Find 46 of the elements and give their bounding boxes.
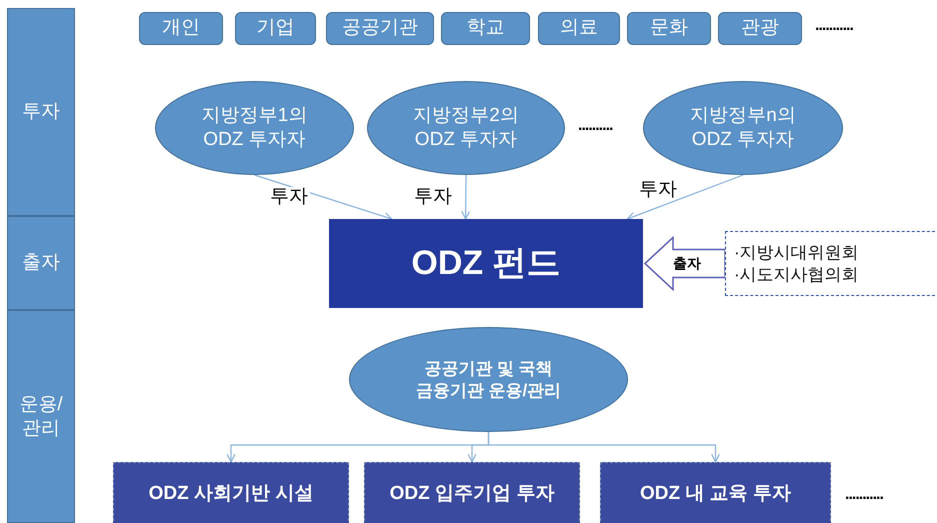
category-box <box>538 12 620 45</box>
arrow <box>254 174 392 221</box>
node-text: 운용/ 관리 <box>18 392 64 440</box>
node-text: 지방정부n의 ODZ 투자자 <box>689 104 797 152</box>
ellipsis-dots: .......... <box>578 118 612 134</box>
section-band <box>7 310 75 523</box>
node-text: ODZ 사회기반 시설 <box>148 482 314 506</box>
node-text: ODZ 입주기업 투자 <box>390 482 554 506</box>
category-box <box>718 12 802 45</box>
node-text: 공공기관 <box>342 16 418 40</box>
edge-label: 투자 <box>412 187 454 206</box>
node-text: 지방정부1의 ODZ 투자자 <box>200 104 308 152</box>
node-text: ·시도지사협의회 <box>734 264 860 285</box>
node-text: 의료 <box>560 16 598 40</box>
ellipsis-dots: ........... <box>845 487 883 503</box>
node-text: 기업 <box>256 16 294 40</box>
section-band <box>7 216 75 310</box>
edge-label: 투자 <box>268 187 310 206</box>
node-text: 공공기관 및 국책 금융기관 운용/관리 <box>414 358 562 401</box>
category-box <box>627 12 711 45</box>
node-text: 문화 <box>650 16 688 40</box>
fund-box <box>329 219 643 308</box>
ellipsis-dots: ........... <box>815 18 853 34</box>
category-box <box>441 12 530 45</box>
node-text: 출자 <box>22 251 60 275</box>
category-box <box>235 12 316 45</box>
arrow <box>488 432 720 463</box>
node-text: ·지방시대위원회 <box>734 242 860 264</box>
node-text: 지방정부2의 ODZ 투자자 <box>412 104 520 152</box>
node-text: 투자 <box>22 100 60 124</box>
investment-box <box>600 462 831 523</box>
node-text: 개인 <box>162 16 200 40</box>
node-text: 관광 <box>741 16 779 40</box>
node-text: ODZ 펀드 <box>411 243 561 284</box>
edge-label: 투자 <box>637 180 679 199</box>
section-band <box>7 8 75 216</box>
investment-box <box>364 462 580 523</box>
node-text: ODZ 내 교육 투자 <box>640 482 791 506</box>
note-box <box>725 231 937 296</box>
arrow <box>461 175 470 220</box>
edge-label: 출자 <box>673 256 701 270</box>
node-text: 학교 <box>466 16 504 40</box>
category-box <box>139 12 223 45</box>
arrow <box>626 174 744 220</box>
category-box <box>326 12 434 45</box>
investment-box <box>113 462 349 523</box>
